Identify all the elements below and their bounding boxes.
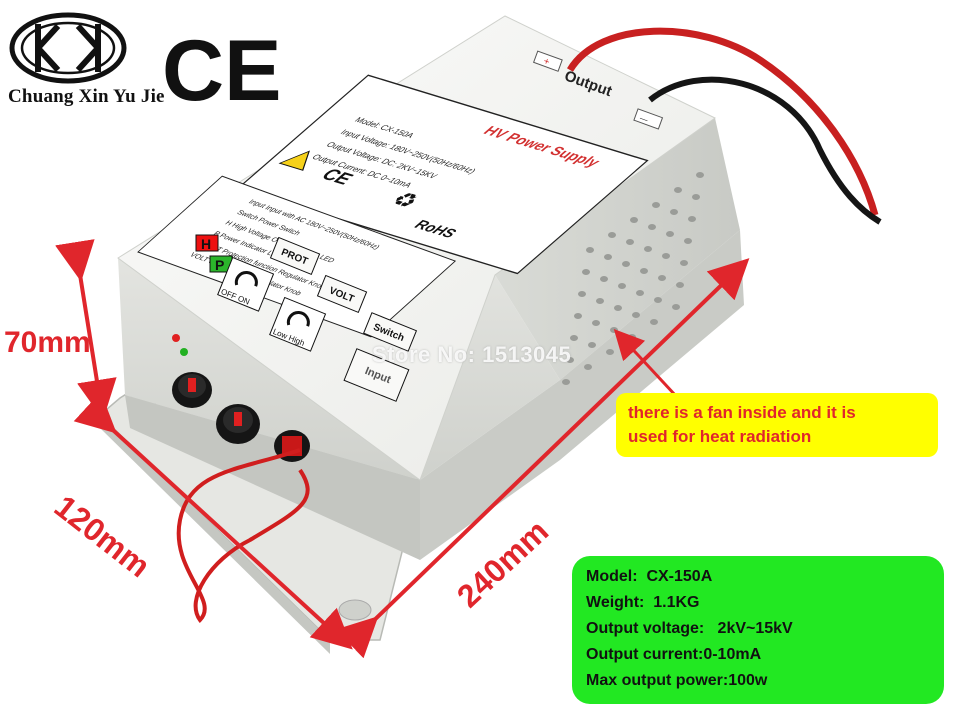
vent-hole (562, 379, 570, 385)
vent-hole (628, 334, 636, 340)
vent-hole (640, 268, 648, 274)
callout-line-2: used for heat radiation (628, 427, 812, 446)
warning-icon (278, 150, 310, 171)
vent-hole (592, 320, 600, 326)
callout-line-1: there is a fan inside and it is (628, 403, 856, 422)
knob-volt-diagram: Low High (269, 296, 327, 352)
brand-logo (9, 12, 127, 84)
svg-text:H: H (201, 236, 211, 252)
vent-hole (666, 231, 674, 237)
vent-hole (688, 216, 696, 222)
callout-pointer (613, 329, 678, 398)
knob-prot-diagram: OFF ON (217, 256, 275, 312)
spec-box: Model: CX-150A Weight: 1.1KG Output volt… (572, 556, 944, 704)
ce-mark: CE (162, 23, 281, 119)
vent-hole (654, 297, 662, 303)
vent-hole (586, 247, 594, 253)
vent-hole (604, 254, 612, 260)
vent-hole (626, 239, 634, 245)
length-arrow (335, 258, 750, 659)
vent-hole (644, 246, 652, 252)
vent-hole (584, 364, 592, 370)
brand-name: Chuang Xin Yu Jie (8, 86, 165, 107)
vent-hole (614, 305, 622, 311)
vent-hole (676, 282, 684, 288)
vent-hole (618, 283, 626, 289)
spec-model: Model: CX-150A (586, 568, 713, 585)
vent-hole (648, 224, 656, 230)
vent-hole (680, 260, 688, 266)
vent-hole (610, 327, 618, 333)
spec-max-power: Max output power:100w (586, 672, 768, 689)
vent-hole (670, 209, 678, 215)
spec-output-current: Output current:0-10mA (586, 646, 762, 663)
svg-text:P: P (215, 257, 224, 273)
vent-hole (684, 238, 692, 244)
vent-hole (596, 298, 604, 304)
vent-hole (570, 335, 578, 341)
vent-hole (608, 232, 616, 238)
height-dimension: 70mm (4, 326, 91, 359)
fan-callout: there is a fan inside and it is used for… (616, 393, 938, 457)
vent-hole (588, 342, 596, 348)
vent-hole (652, 202, 660, 208)
prot-knob[interactable] (172, 372, 212, 408)
vent-hole (658, 275, 666, 281)
output-plus-label: + (542, 56, 551, 68)
vent-hole (582, 269, 590, 275)
vent-hole (606, 349, 614, 355)
vent-hole (630, 217, 638, 223)
volt-knob[interactable] (216, 404, 260, 444)
vent-hole (650, 319, 658, 325)
output-cable-red (567, 27, 879, 216)
vent-hole (662, 253, 670, 259)
store-watermark: Store No: 1513045 (372, 342, 572, 367)
output-minus-label: — (639, 113, 650, 124)
width-arrow (73, 391, 353, 650)
prot-key[interactable]: PROT (269, 236, 321, 276)
vent-hole (632, 312, 640, 318)
output-cable-black (648, 76, 882, 225)
vent-hole (622, 261, 630, 267)
indicator-h-label: H (195, 234, 219, 252)
vent-hole (696, 172, 704, 178)
vent-hole (636, 290, 644, 296)
spec-output-voltage: Output voltage: 2kV~15kV (586, 620, 793, 637)
height-arrow (55, 239, 117, 420)
vent-hole (578, 291, 586, 297)
vent-hole (672, 304, 680, 310)
spec-weight: Weight: 1.1KG (586, 594, 700, 611)
vent-hole (692, 194, 700, 200)
led-green (180, 348, 188, 356)
led-red (172, 334, 180, 342)
vent-hole (574, 313, 582, 319)
output-plus-terminal[interactable] (533, 50, 563, 72)
vent-hole (674, 187, 682, 193)
vent-hole (600, 276, 608, 282)
output-minus-terminal[interactable] (633, 108, 664, 130)
